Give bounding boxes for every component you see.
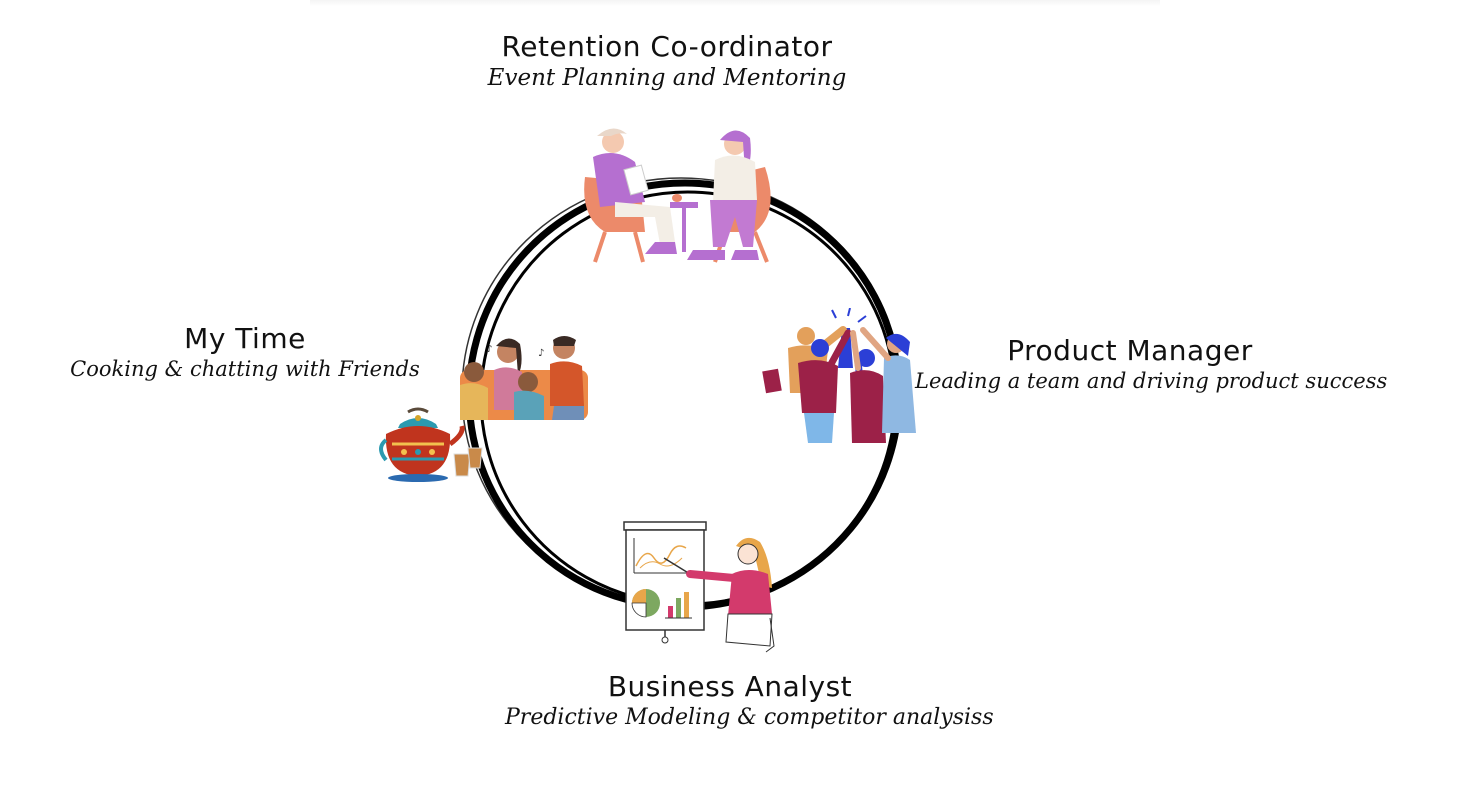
- node-business-analyst: Business Analyst Predictive Modeling & c…: [505, 670, 994, 732]
- team-illustration: [762, 308, 916, 443]
- node-title: My Time: [184, 322, 306, 355]
- svg-text:♪: ♪: [538, 348, 544, 359]
- node-subtitle: Predictive Modeling & competitor analysi…: [505, 704, 994, 730]
- node-product-manager: Product Manager Leading a team and drivi…: [915, 334, 1388, 395]
- node-my-time: My Time Cooking & chatting with Friends: [70, 322, 420, 383]
- mentoring-illustration: [584, 128, 771, 263]
- top-divider-line: [310, 0, 1160, 6]
- node-retention-coordinator: Retention Co-ordinator Event Planning an…: [467, 30, 867, 93]
- presenter-illustration: [623, 521, 775, 653]
- node-subtitle: Event Planning and Mentoring: [487, 64, 847, 91]
- friends-illustration: ♪ ♪: [460, 336, 588, 420]
- node-subtitle: Leading a team and driving product succe…: [915, 368, 1388, 393]
- node-title: Retention Co-ordinator: [501, 30, 833, 63]
- svg-text:♪: ♪: [486, 344, 492, 355]
- node-subtitle: Cooking & chatting with Friends: [70, 356, 420, 381]
- teapot-illustration: [379, 407, 483, 482]
- node-title: Business Analyst: [607, 670, 853, 703]
- node-title: Product Manager: [1007, 334, 1253, 367]
